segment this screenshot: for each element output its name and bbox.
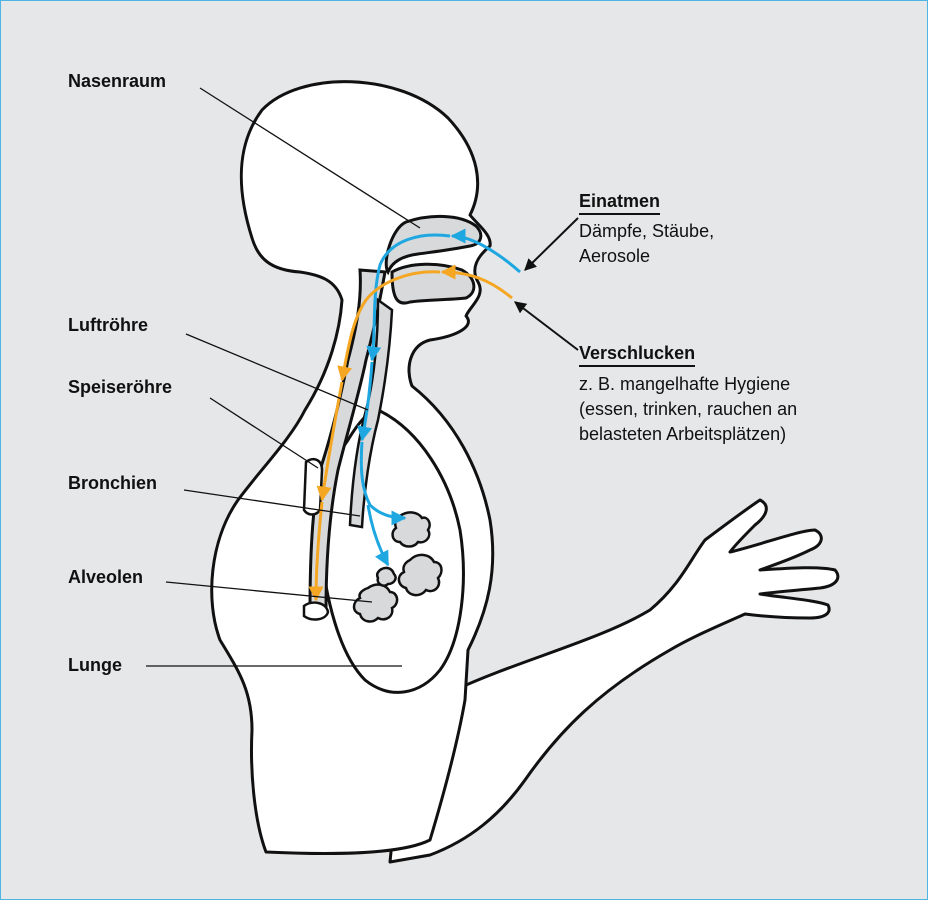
verschlucken-line-2: (essen, trinken, rauchen an	[579, 398, 797, 420]
einatmen-title: Einatmen	[579, 190, 660, 215]
einatmen-line-2: Aerosole	[579, 245, 650, 267]
label-nasenraum: Nasenraum	[68, 70, 166, 92]
verschlucken-line-1: z. B. mangelhafte Hygiene	[579, 373, 790, 395]
stomach-end	[304, 603, 328, 620]
verschlucken-pointer	[515, 302, 578, 350]
verschlucken-title: Verschlucken	[579, 342, 695, 367]
mouth-cavity	[392, 264, 474, 303]
body-silhouette	[212, 82, 493, 854]
label-speiseroehre: Speiseröhre	[68, 376, 172, 398]
esophagus-lower	[304, 459, 322, 514]
einatmen-pointer	[525, 218, 578, 270]
einatmen-line-1: Dämpfe, Stäube,	[579, 220, 714, 242]
alveoli-cluster-4	[377, 568, 395, 586]
label-alveolen: Alveolen	[68, 566, 143, 588]
verschlucken-line-3: belasteten Arbeitsplätzen)	[579, 423, 786, 445]
label-bronchien: Bronchien	[68, 472, 157, 494]
label-lunge: Lunge	[68, 654, 122, 676]
label-luftroehre: Luftröhre	[68, 314, 148, 336]
